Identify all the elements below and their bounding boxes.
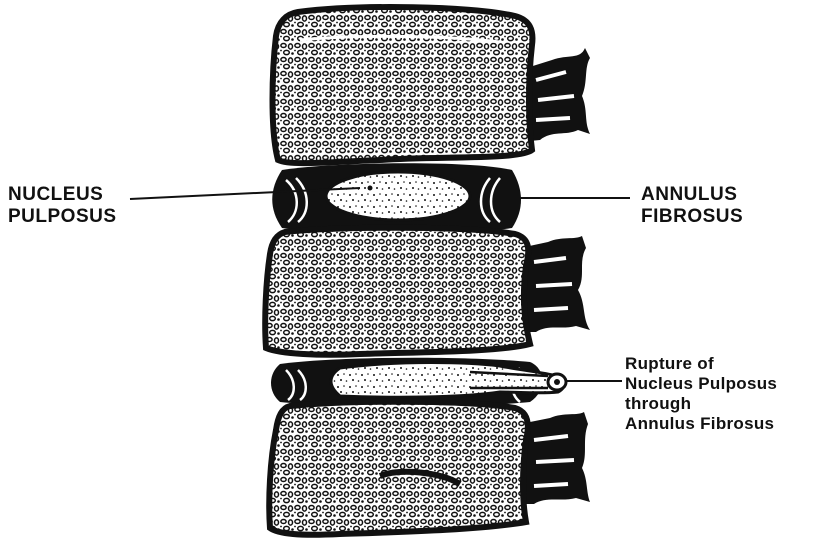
rupture-label-line2: Nucleus Pulposus xyxy=(625,374,777,394)
disc-upper xyxy=(272,163,521,234)
nucleus-pulposus-label: NUCLEUS PULPOSUS xyxy=(8,184,117,228)
nucleus-pulposus-upper xyxy=(326,172,470,220)
nucleus-label-line1: NUCLEUS xyxy=(8,184,117,206)
rupture-label-line4: Annulus Fibrosus xyxy=(625,414,777,434)
rupture-label-line3: through xyxy=(625,394,777,414)
vertebra-middle xyxy=(265,228,590,355)
vertebral-body-upper xyxy=(273,7,533,163)
vertebra-upper xyxy=(273,7,591,163)
vertebral-body-middle xyxy=(265,228,530,355)
nucleus-label-line2: PULPOSUS xyxy=(8,206,117,228)
annulus-label-line1: ANNULUS xyxy=(641,184,743,206)
annulus-fibrosus-label: ANNULUS FIBROSUS xyxy=(641,184,743,228)
rupture-label: Rupture of Nucleus Pulposus through Annu… xyxy=(625,354,777,434)
vertebral-body-lower xyxy=(269,402,528,535)
rupture-label-line1: Rupture of xyxy=(625,354,777,374)
annulus-label-line2: FIBROSUS xyxy=(641,206,743,228)
vertebra-lower xyxy=(269,402,590,535)
